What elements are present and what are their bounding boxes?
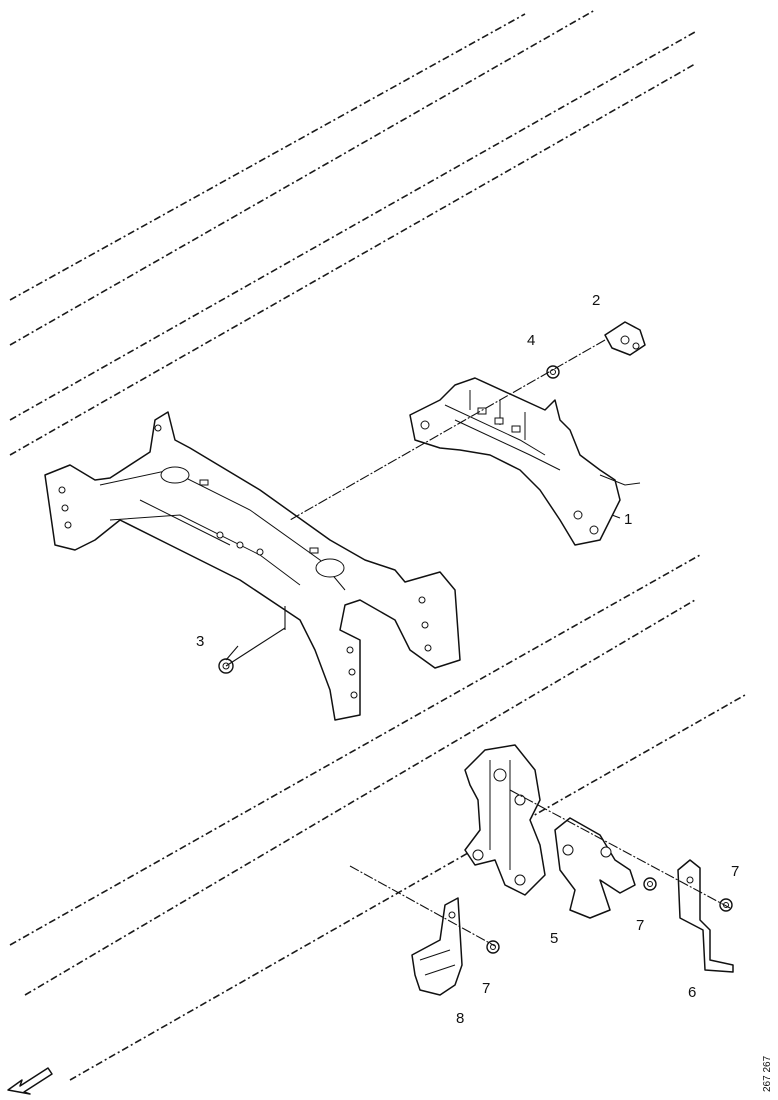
callout-1: 1 [624,511,632,528]
direction-arrow-icon [7,1067,53,1095]
callout-6: 6 [688,984,696,1001]
cross-member [44,411,461,721]
callout-7b: 7 [731,863,739,880]
bracket-part-5 [554,817,636,919]
callout-8: 8 [456,1010,464,1027]
upper-assembly-axes [225,339,606,667]
callout-labels: 1 2 3 4 5 6 7 7 7 8 [196,292,739,1027]
figure-reference-number: 267 267 [762,1055,773,1092]
lower-assembly-axes [349,789,731,947]
bolt-part-2 [604,321,646,356]
callout-2: 2 [592,292,600,309]
lower-mount-bracket [464,744,546,896]
upper-body-rails [9,9,696,456]
lower-body-rails [9,554,746,1081]
callout-4: 4 [527,332,535,349]
callout-7c: 7 [482,980,490,997]
bracket-part-6 [677,859,734,973]
callout-3: 3 [196,633,204,650]
bracket-part-8 [411,897,463,996]
bracket-part-1 [409,377,641,546]
callout-leaders [225,514,621,661]
callout-7a: 7 [636,917,644,934]
callout-5: 5 [550,930,558,947]
